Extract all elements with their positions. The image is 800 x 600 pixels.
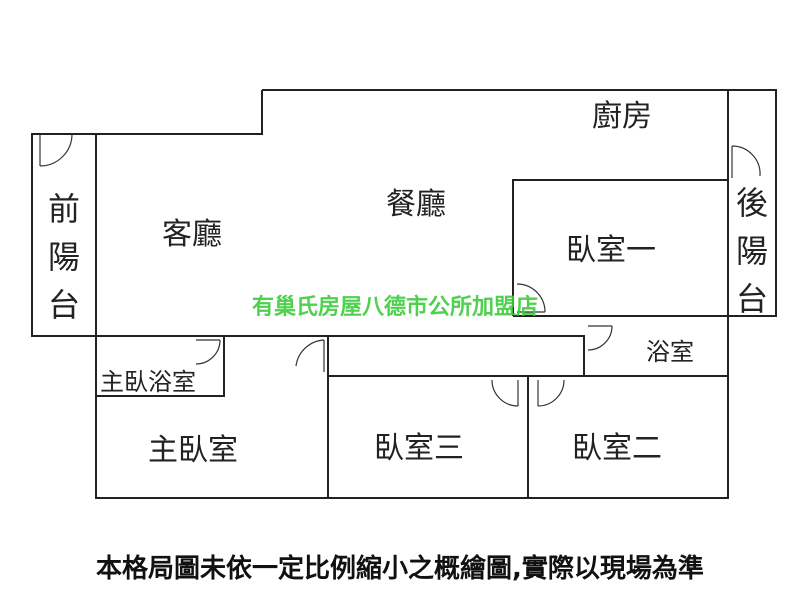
bedroom3-label: 臥室三: [374, 431, 464, 466]
bathroom-door-icon: [587, 325, 613, 351]
master-bath-wall: [96, 336, 225, 397]
rear-balcony-wall: [727, 89, 777, 317]
master-bedroom-door-icon: [295, 339, 325, 372]
master-bath-label: 主臥浴室: [100, 368, 196, 396]
bathroom-label: 浴室: [646, 338, 694, 366]
rear-balcony-label-1: 後: [736, 184, 768, 222]
front-balcony-label-3: 台: [48, 286, 80, 324]
kitchen-label: 廚房: [592, 99, 652, 134]
front-balcony-label-1: 前: [48, 190, 80, 228]
rear-balcony-label-2: 陽: [736, 232, 768, 270]
corridor-wall: [96, 335, 585, 376]
living-label: 客廳: [162, 217, 222, 252]
master-bath-door-icon: [195, 339, 221, 365]
front-balcony-wall: [31, 133, 97, 337]
front-balcony-door-icon: [39, 133, 73, 167]
bedroom2-label: 臥室二: [572, 431, 662, 466]
bedroom3-door-icon: [491, 379, 519, 407]
agency-watermark: 有巢氏房屋八德市公所加盟店: [252, 294, 538, 320]
bedroom1-label: 臥室一: [566, 233, 656, 268]
master-bedroom-label: 主臥室: [148, 433, 238, 468]
bedroom1-wall: [512, 179, 728, 316]
bedroom1-door-icon: [516, 283, 546, 313]
floor-plan-diagram: 廚房 餐廳 客廳 臥室一 浴室 主臥浴室 主臥室 臥室三 臥室二 前 陽 台 後…: [31, 89, 777, 499]
dining-label: 餐廳: [386, 187, 446, 222]
front-balcony-label-2: 陽: [48, 238, 80, 276]
rear-balcony-door-icon: [731, 145, 761, 178]
rear-balcony-label-3: 台: [736, 280, 768, 318]
disclaimer-note: 本格局圖未依一定比例縮小之概繪圖,實際以現場為準: [96, 554, 704, 584]
bedroom2-door-icon: [537, 379, 565, 407]
